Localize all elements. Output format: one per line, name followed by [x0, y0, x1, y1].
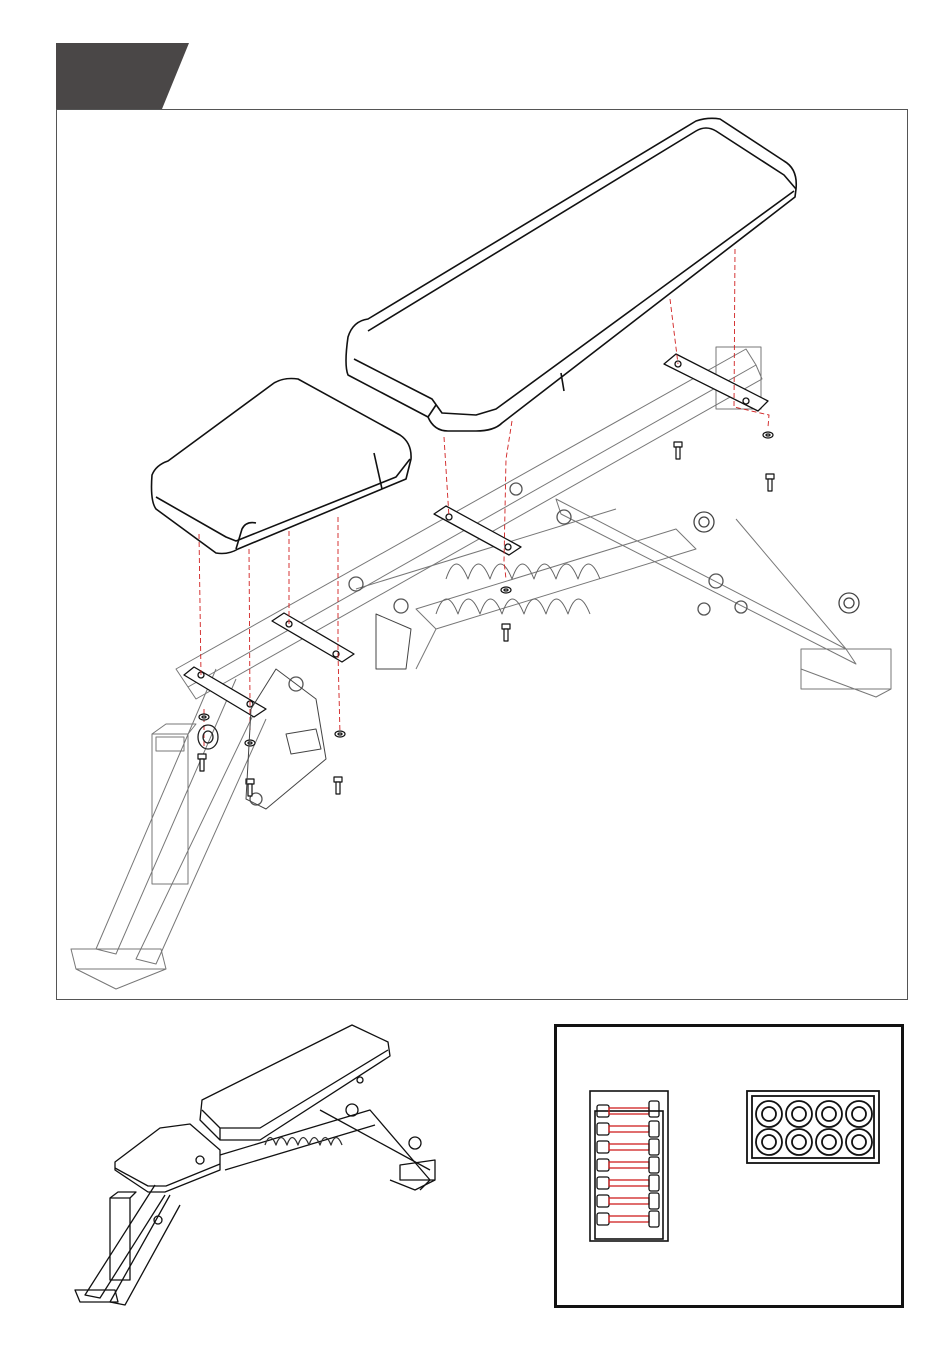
- adjustment-knob: [198, 725, 218, 749]
- seat-pad: [152, 379, 412, 554]
- alignment-guides: [199, 249, 769, 749]
- washer-icon: [786, 1101, 812, 1127]
- bolt-icon: [766, 474, 774, 491]
- washer-icon: [816, 1129, 842, 1155]
- washer-icon: [786, 1129, 812, 1155]
- washer-icon: [846, 1101, 872, 1127]
- bolt-icon: [674, 442, 682, 459]
- washer-icon: [756, 1129, 782, 1155]
- hardware-parts-box: [554, 1024, 904, 1308]
- washer-icon: [501, 587, 511, 593]
- hardware-parts-drawing: [557, 1027, 901, 1305]
- step-tab: [56, 43, 191, 109]
- bolt-icon: [502, 624, 510, 641]
- overview-seat: [115, 1124, 220, 1192]
- exploded-assembly-drawing: [56, 109, 908, 1000]
- adjustment-teeth: [436, 564, 600, 614]
- washer-icon: [199, 714, 209, 720]
- mounting-plate-middle: [434, 506, 521, 555]
- wheel-rear-lower: [839, 593, 859, 613]
- bolt-pack: [590, 1091, 668, 1241]
- mounting-plate-seat-upper: [272, 613, 354, 662]
- washer-icon: [245, 740, 255, 746]
- washer-icon: [816, 1101, 842, 1127]
- assembled-bench-overview: [70, 1020, 450, 1320]
- bolt-icon: [597, 1101, 659, 1227]
- washer-pack: [747, 1091, 879, 1163]
- washers: [199, 432, 773, 746]
- bolt-icon: [334, 777, 342, 794]
- washer-icon: [763, 432, 773, 438]
- washer-icon: [335, 731, 345, 737]
- wheel-rear-upper: [694, 512, 714, 532]
- washer-icon: [756, 1101, 782, 1127]
- mounting-plate-seat-lower: [184, 667, 266, 717]
- washer-icon: [846, 1129, 872, 1155]
